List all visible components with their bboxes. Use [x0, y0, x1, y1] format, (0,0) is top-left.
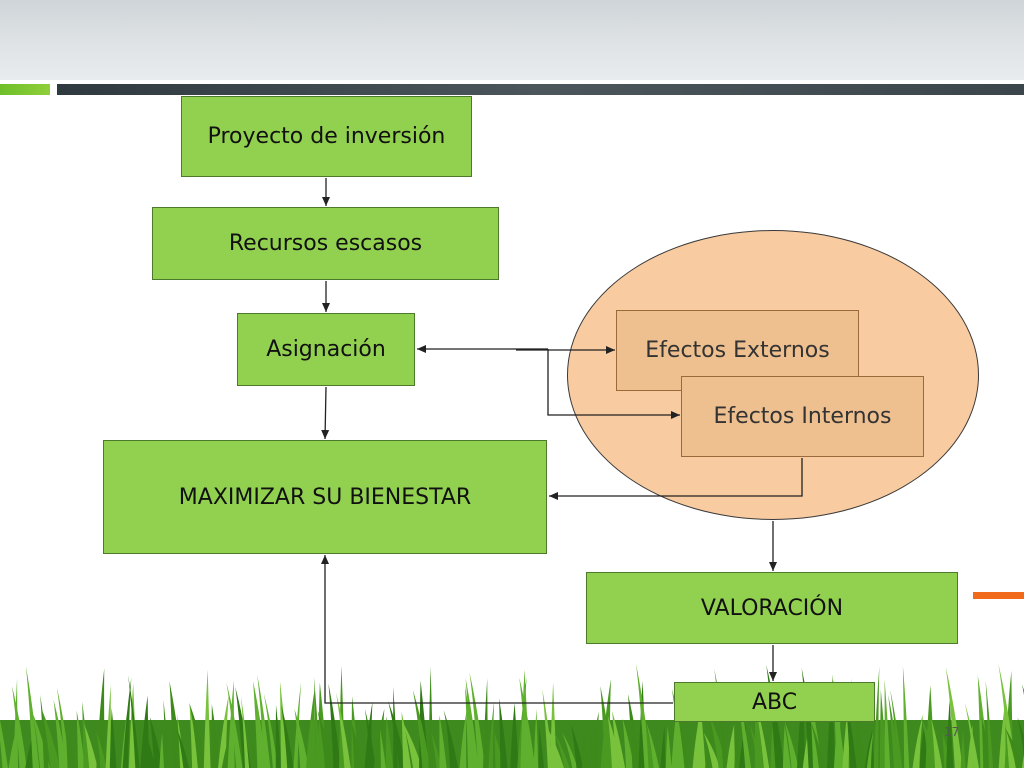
page-number: 17 [944, 725, 960, 739]
node-abc-label: ABC [751, 689, 798, 715]
node-proyecto-label: Proyecto de inversión [207, 124, 446, 149]
node-efectos-internos: Efectos Internos [681, 376, 924, 457]
arrow-asignacion-maximizar [321, 386, 330, 440]
node-abc: ABC [674, 682, 875, 722]
accent-orange-bar [973, 592, 1024, 599]
grass-decoration [0, 663, 1024, 768]
node-asignacion-label: Asignación [266, 337, 386, 362]
node-asignacion: Asignación [237, 313, 415, 386]
header-dark-bar [57, 84, 1024, 95]
node-efectos-internos-label: Efectos Internos [713, 404, 892, 429]
node-maximizar-label: MAXIMIZAR SU BIENESTAR [178, 484, 472, 510]
arrow-abc-maximizar [321, 555, 673, 704]
node-valoracion: VALORACIÓN [586, 572, 958, 644]
arrow-internos-maximizar [549, 458, 803, 500]
header-green-bar [0, 84, 50, 95]
node-recursos: Recursos escasos [152, 207, 499, 280]
node-valoracion-label: VALORACIÓN [700, 595, 844, 621]
node-recursos-label: Recursos escasos [228, 231, 423, 256]
node-proyecto: Proyecto de inversión [181, 96, 472, 177]
header-band [0, 0, 1024, 80]
arrow-to-internos [547, 349, 680, 419]
node-maximizar: MAXIMIZAR SU BIENESTAR [103, 440, 547, 554]
node-efectos-externos-label: Efectos Externos [645, 338, 830, 363]
